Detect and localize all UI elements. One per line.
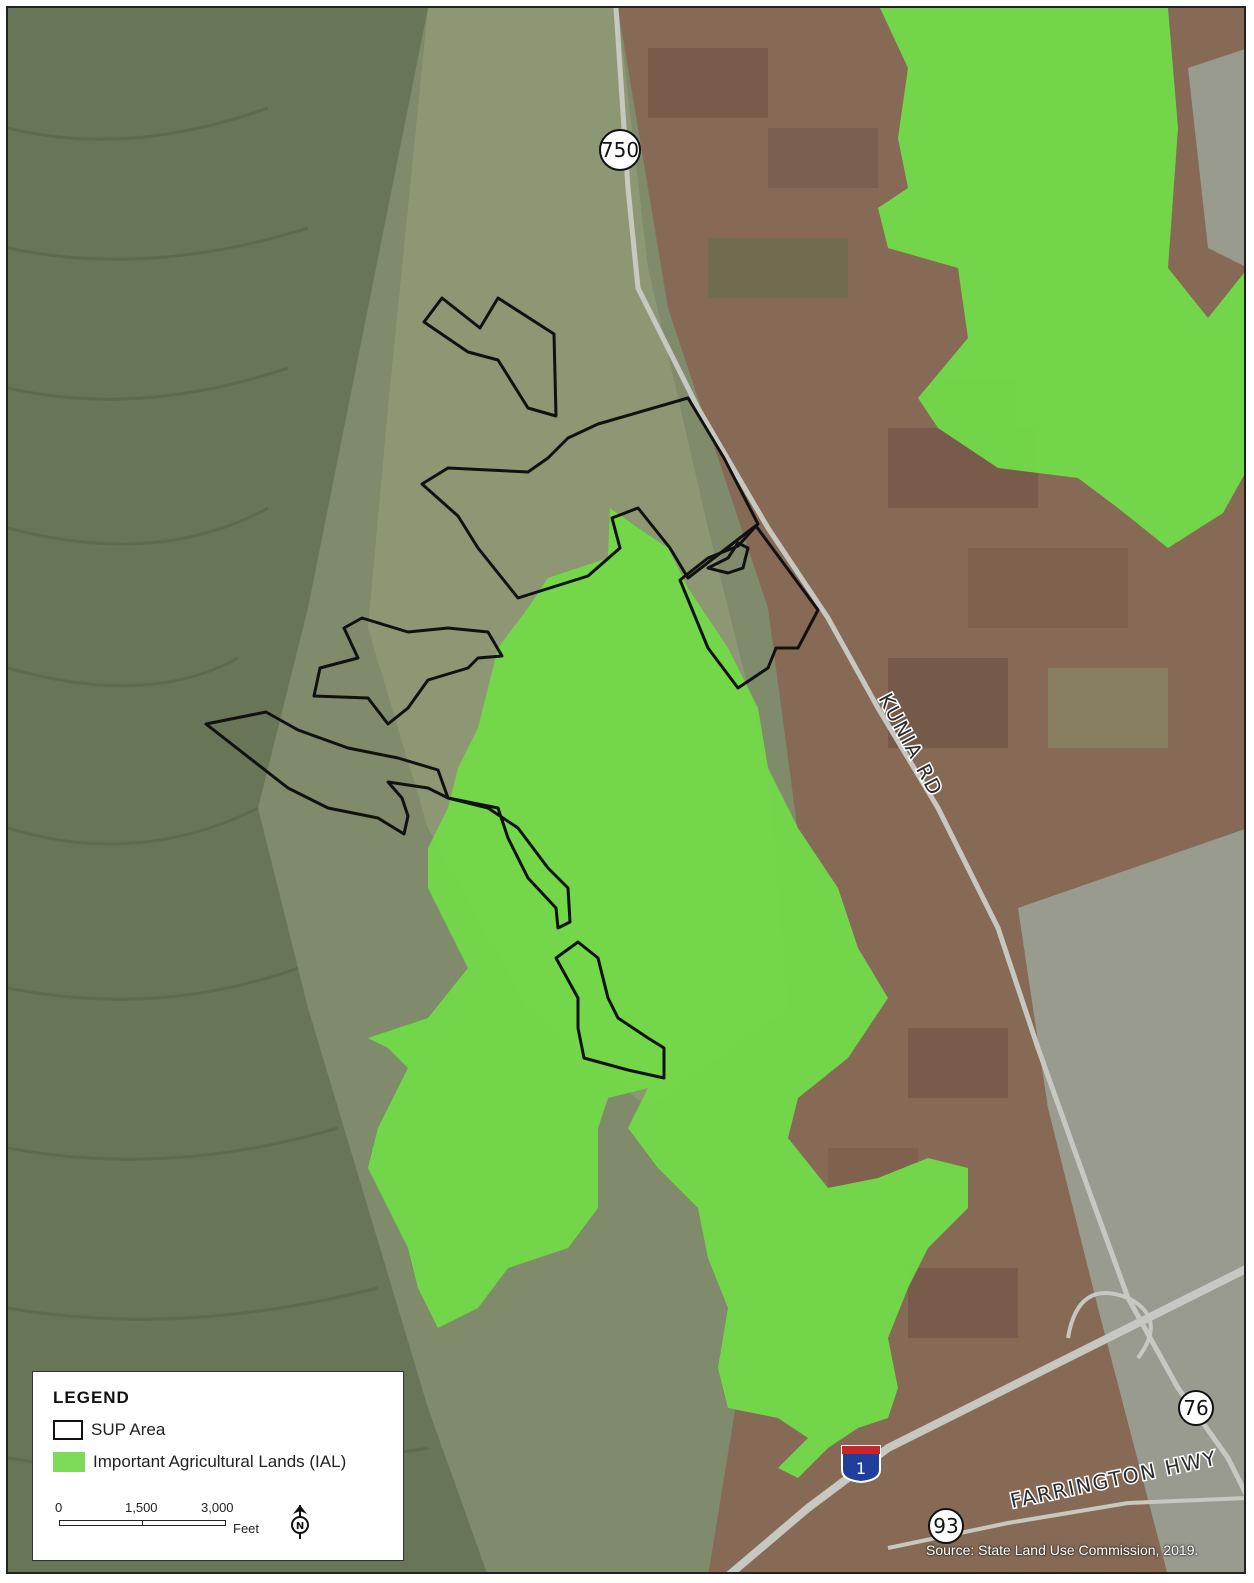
- sup-areas[interactable]: [204, 296, 820, 1080]
- scale-segment-2: [142, 1520, 226, 1526]
- ial-areas[interactable]: [368, 8, 1246, 1478]
- route-750-shield: 750: [599, 129, 641, 171]
- ial-area-northeast[interactable]: [878, 8, 1246, 548]
- kunia-road[interactable]: [613, 8, 1246, 1498]
- scale-tick-3000: 3,000: [201, 1500, 234, 1515]
- ial-area-main[interactable]: [368, 508, 968, 1478]
- legend-title: LEGEND: [53, 1388, 130, 1407]
- route-93-shield: 93: [928, 1508, 964, 1544]
- sup-area-2[interactable]: [420, 396, 760, 600]
- interstate-1-shield: 1: [841, 1445, 881, 1484]
- north-arrow-icon: N: [291, 1505, 309, 1539]
- field-patches: [648, 48, 1168, 1338]
- scale-unit: Feet: [233, 1521, 260, 1536]
- highway-interchange: [1066, 1291, 1153, 1360]
- aerial-map[interactable]: KUNIA RD FARRINGTON HWY 750 76 93 1: [8, 8, 1246, 1574]
- legend-item-label: Important Agricultural Lands (IAL): [93, 1452, 347, 1471]
- sup-area-4[interactable]: [312, 616, 504, 726]
- map-legend: LEGEND SUP Area Important Agricultural L…: [32, 1371, 404, 1561]
- sup-area-swatch: [53, 1420, 83, 1440]
- sup-area-1[interactable]: [422, 296, 558, 418]
- svg-text:76: 76: [1183, 1396, 1208, 1420]
- svg-text:N: N: [296, 1521, 304, 1532]
- sup-area-5[interactable]: [204, 710, 572, 930]
- map-frame: KUNIA RD FARRINGTON HWY 750 76 93 1 LEGE…: [6, 6, 1246, 1574]
- urban-area-north: [1188, 49, 1244, 266]
- sup-area-6[interactable]: [554, 940, 666, 1080]
- sup-area-3-inset[interactable]: [706, 541, 750, 575]
- svg-text:750: 750: [601, 138, 639, 162]
- scale-tick-0: 0: [55, 1500, 63, 1515]
- sup-area-3[interactable]: [678, 524, 820, 690]
- svg-text:1: 1: [856, 1459, 866, 1478]
- svg-text:93: 93: [933, 1514, 958, 1538]
- ial-swatch: [53, 1452, 85, 1472]
- ial-area-small-west[interactable]: [372, 1144, 394, 1168]
- legend-item-label: SUP Area: [91, 1420, 166, 1439]
- scale-bar: 0 1,500 3,000 Feet N: [55, 1500, 309, 1540]
- urban-area: [1018, 829, 1244, 1572]
- legend-item-ial: Important Agricultural Lands (IAL): [53, 1452, 383, 1472]
- scale-segment-1: [59, 1520, 143, 1526]
- interstate-h1[interactable]: [726, 1265, 1246, 1574]
- legend-item-sup-area: SUP Area: [53, 1420, 383, 1440]
- source-credit: Source: State Land Use Commission, 2019.: [926, 1542, 1199, 1558]
- scale-tick-1500: 1,500: [125, 1500, 158, 1515]
- route-76-shield: 76: [1178, 1390, 1214, 1426]
